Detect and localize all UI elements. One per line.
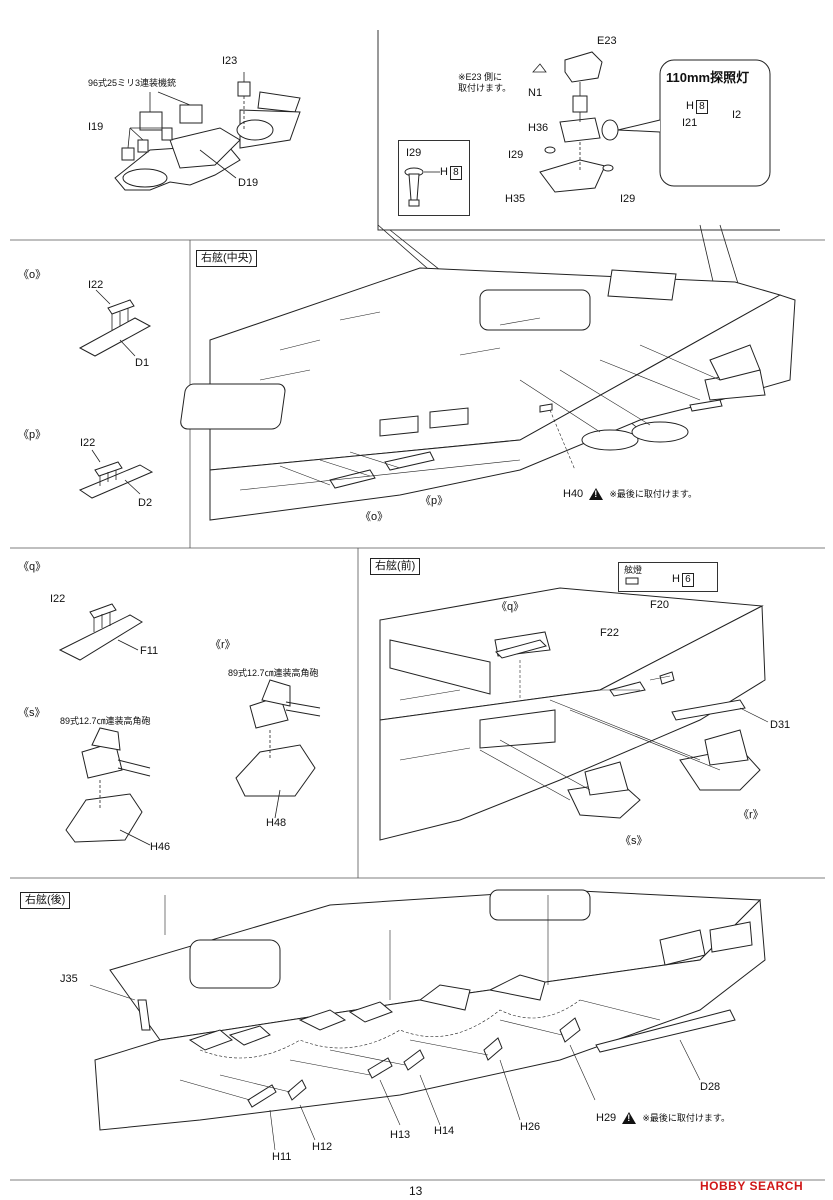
part-label-d1: D1 (135, 357, 150, 369)
mid-marker-o: 《o》 (360, 511, 389, 523)
gun-label-r: 89式12.7㎝連装高角砲 (228, 668, 319, 678)
part-label-h29: H29 (596, 1111, 617, 1124)
part-label-f20: F20 (650, 599, 669, 611)
marker-q: 《q》 (18, 561, 47, 573)
part-label-i29-a: I29 (508, 149, 524, 161)
part-label-d2: D2 (138, 497, 153, 509)
h29-note: ※最後に取付けます。 (642, 1112, 730, 1123)
part-label-i22-q: I22 (50, 593, 66, 605)
sprue-letter: H (440, 166, 448, 178)
h29-callout: H29 ※最後に取付けます。 (596, 1112, 730, 1124)
sprue-number-box: 6 (681, 573, 694, 587)
page-number: 13 (409, 1184, 423, 1198)
part-label-i29-inset: I29 (406, 147, 422, 159)
part-label-i21: I21 (682, 117, 698, 129)
watermark: HOBBY SEARCH (700, 1179, 804, 1193)
sprue-letter: H (686, 100, 694, 112)
part-label-h14: H14 (434, 1125, 455, 1137)
h40-callout: H40 ※最後に取付けます。 (563, 488, 697, 500)
part-label-j35: J35 (60, 973, 78, 985)
lamp-inset-box (618, 562, 718, 592)
part-label-h11: H11 (272, 1151, 292, 1163)
part-label-h12: H12 (312, 1141, 333, 1153)
part-label-h26: H26 (520, 1121, 541, 1133)
sprue-number-box: 8 (449, 166, 462, 180)
sprue-letter: H (672, 573, 680, 585)
h40-note: ※最後に取付けます。 (609, 488, 697, 499)
aft-section-title: 右舷(後) (20, 892, 71, 910)
marker-o: 《o》 (18, 269, 47, 281)
part-label-h46: H46 (150, 841, 171, 853)
part-label-f11: F11 (140, 645, 159, 657)
part-label-d31: D31 (770, 719, 791, 731)
part-label-e23: E23 (597, 35, 617, 47)
part-label-h40: H40 (563, 487, 584, 500)
part-label-d19: D19 (238, 177, 259, 189)
part-label-i2: I2 (732, 109, 742, 121)
fwd-marker-r: 《r》 (738, 809, 764, 821)
sprue-number-box: 8 (695, 100, 708, 114)
e23-note: ※E23 側に 取付けます。 (458, 72, 512, 93)
part-label-n1: N1 (528, 87, 543, 99)
part-label-i29-b: I29 (620, 193, 636, 205)
part-label-h35: H35 (505, 193, 526, 205)
part-label-h48: H48 (266, 817, 287, 829)
part-label-i19: I19 (88, 121, 104, 133)
lamp-label: 舷燈 (624, 565, 643, 575)
fwd-marker-s: 《s》 (620, 835, 648, 847)
part-label-d28: D28 (700, 1081, 721, 1093)
part-label-h13: H13 (390, 1129, 411, 1141)
part-label-i23: I23 (222, 55, 238, 67)
searchlight-callout-title: 110mm探照灯 (666, 70, 750, 85)
part-label-i22-o: I22 (88, 279, 104, 291)
part-label-f22: F22 (600, 627, 619, 639)
fwd-marker-q: 《q》 (496, 601, 525, 613)
warning-icon (622, 1112, 637, 1124)
aa-gun-label: 96式25ミリ3連装機銃 (88, 78, 177, 88)
warning-icon (589, 488, 604, 500)
part-label-h36: H36 (528, 122, 549, 134)
marker-s: 《s》 (18, 707, 46, 719)
mid-section-title: 右舷(中央) (196, 250, 258, 268)
marker-r: 《r》 (210, 639, 236, 651)
gun-label-s: 89式12.7㎝連装高角砲 (60, 716, 151, 726)
part-label-i22-p: I22 (80, 437, 96, 449)
marker-p: 《p》 (18, 429, 47, 441)
fwd-section-title: 右舷(前) (370, 558, 421, 576)
mid-marker-p: 《p》 (420, 495, 449, 507)
